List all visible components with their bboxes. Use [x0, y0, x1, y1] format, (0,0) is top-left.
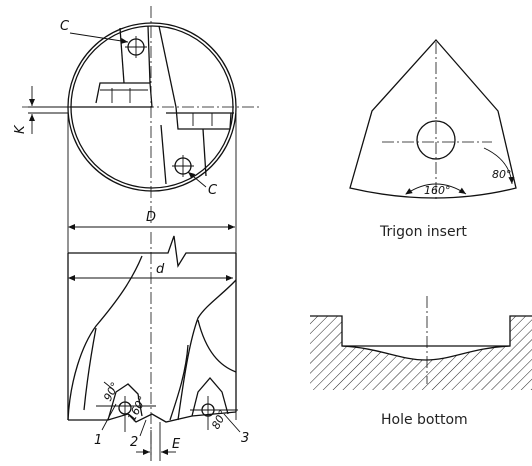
left-flute [67, 255, 143, 421]
trigon-insert: 160° 80° Trigon insert [349, 39, 517, 240]
right-bottom-insert [191, 377, 229, 417]
angle-left-b: 160° [125, 394, 149, 424]
right-flute [177, 279, 237, 421]
angle-left-a: 90° [101, 380, 122, 403]
caption-trigon: Trigon insert [379, 224, 467, 240]
caption-hole-bottom: Hole bottom [381, 412, 468, 428]
diameter-dimensions: D d [67, 113, 237, 420]
label-3: 3 [241, 431, 249, 446]
break-line [68, 235, 236, 268]
trigon-angle-80: 80° [492, 168, 512, 181]
cutting-edge-profile [68, 411, 237, 423]
label-e: E [172, 437, 181, 452]
label-k: K [13, 124, 28, 134]
label-c-top: C [60, 19, 70, 34]
label-2: 2 [130, 435, 138, 450]
right-insert [175, 106, 232, 130]
hole-bottom: Hole bottom [310, 296, 532, 428]
left-insert [70, 82, 153, 108]
label-1: 1 [94, 433, 102, 448]
end-view: C C K [13, 6, 262, 224]
label-d-inner: d [156, 262, 165, 277]
label-d-outer: D [146, 210, 156, 225]
trigon-outline [349, 39, 517, 199]
trigon-angle-160: 160° [424, 184, 451, 197]
label-c-bottom: C [208, 183, 218, 198]
left-bottom-insert [107, 383, 143, 421]
hole-bottom-profile [310, 315, 532, 361]
